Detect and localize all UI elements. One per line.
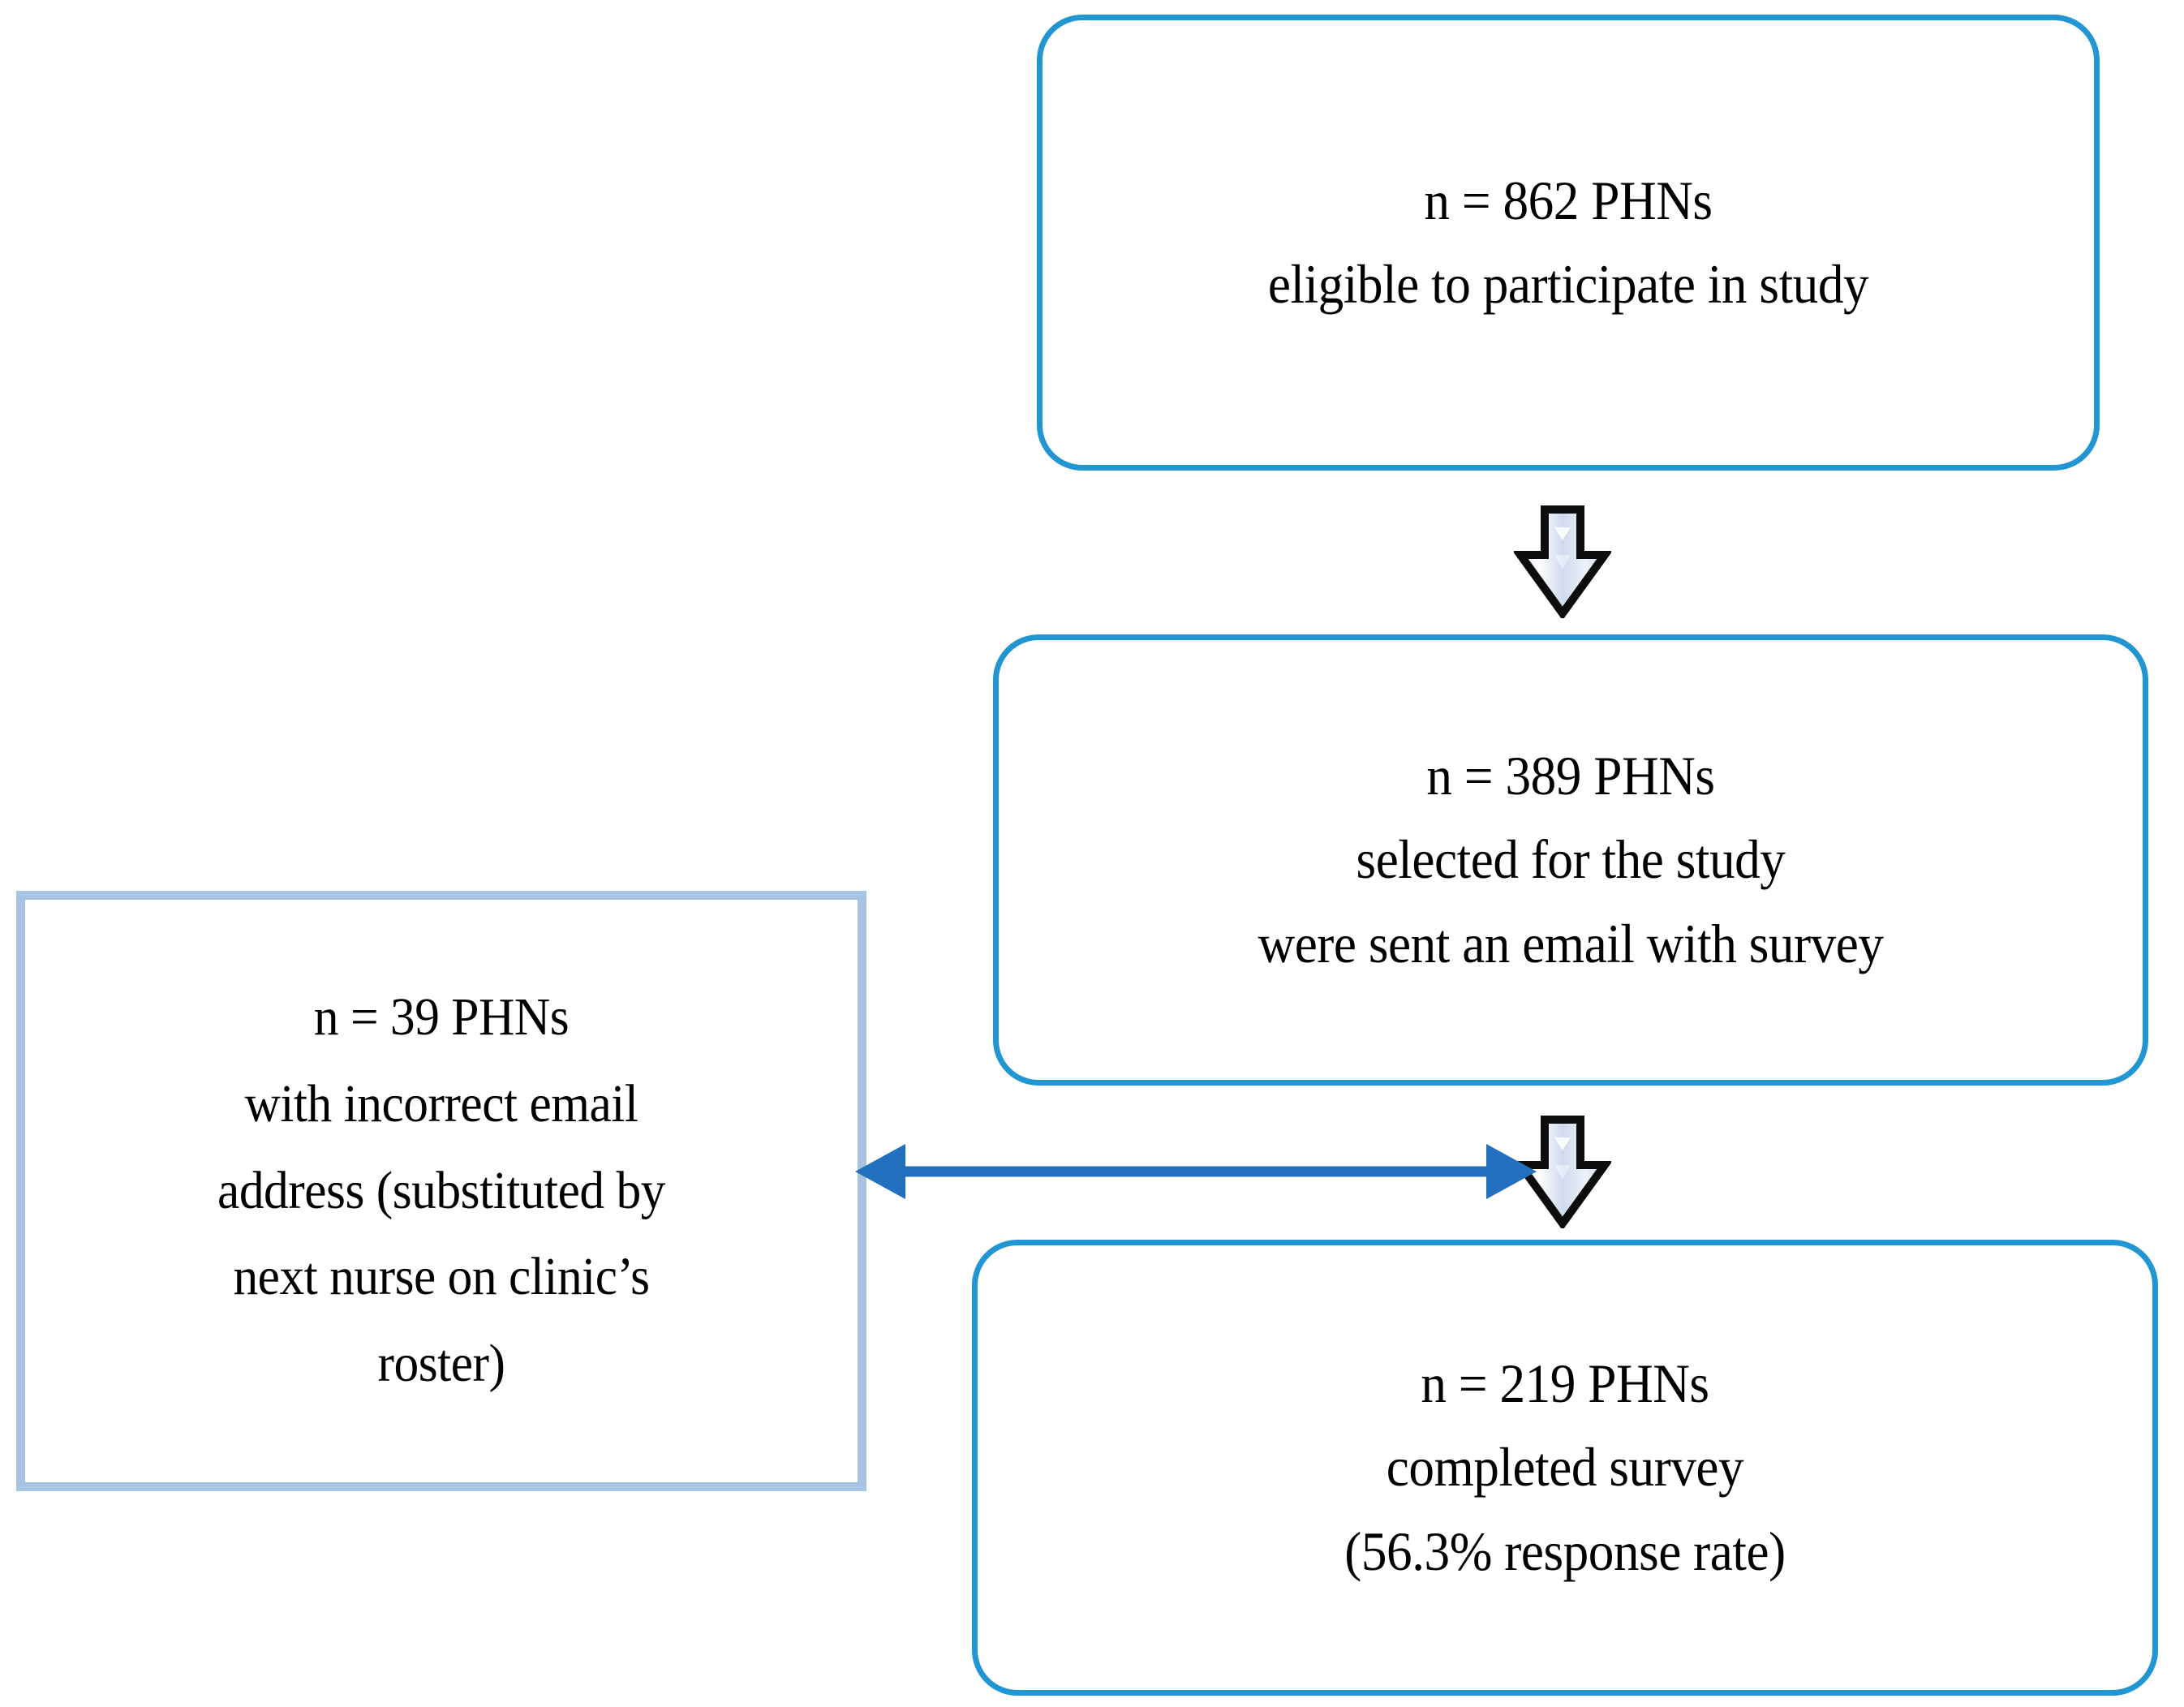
down-arrow-icon xyxy=(1514,505,1611,618)
flow-node-completed-line-3: (56.3% response rate) xyxy=(1344,1520,1786,1582)
flow-node-selected-line-1: n = 389 PHNs xyxy=(1426,744,1715,806)
flow-node-eligible[interactable]: n = 862 PHNs eligible to participate in … xyxy=(1037,15,2100,471)
flow-node-incorrect-email[interactable]: n = 39 PHNs with incorrect email address… xyxy=(16,891,866,1491)
flow-node-selected-line-2: selected for the study xyxy=(1356,828,1786,891)
flow-node-completed-line-2: completed survey xyxy=(1386,1436,1744,1498)
flow-node-eligible-line-2: eligible to participate in study xyxy=(1267,253,1869,315)
flow-node-completed[interactable]: n = 219 PHNs completed survey (56.3% res… xyxy=(972,1240,2158,1696)
flow-node-incorrect-email-line-1: n = 39 PHNs xyxy=(313,987,570,1047)
double-headed-arrow-icon xyxy=(849,1133,1543,1210)
flow-node-incorrect-email-line-2: with incorrect email xyxy=(244,1073,638,1133)
down-arrow-icon xyxy=(1514,1115,1611,1228)
flow-node-selected[interactable]: n = 389 PHNs selected for the study were… xyxy=(993,634,2148,1086)
flow-node-completed-line-1: n = 219 PHNs xyxy=(1421,1352,1709,1414)
flow-node-incorrect-email-line-4: next nurse on clinic’s xyxy=(233,1247,650,1307)
flow-node-selected-line-3: were sent an email with survey xyxy=(1258,912,1884,974)
flow-node-incorrect-email-line-3: address (substituted by xyxy=(217,1160,665,1220)
flow-node-eligible-line-1: n = 862 PHNs xyxy=(1424,169,1713,231)
flow-node-incorrect-email-line-5: roster) xyxy=(377,1334,505,1394)
